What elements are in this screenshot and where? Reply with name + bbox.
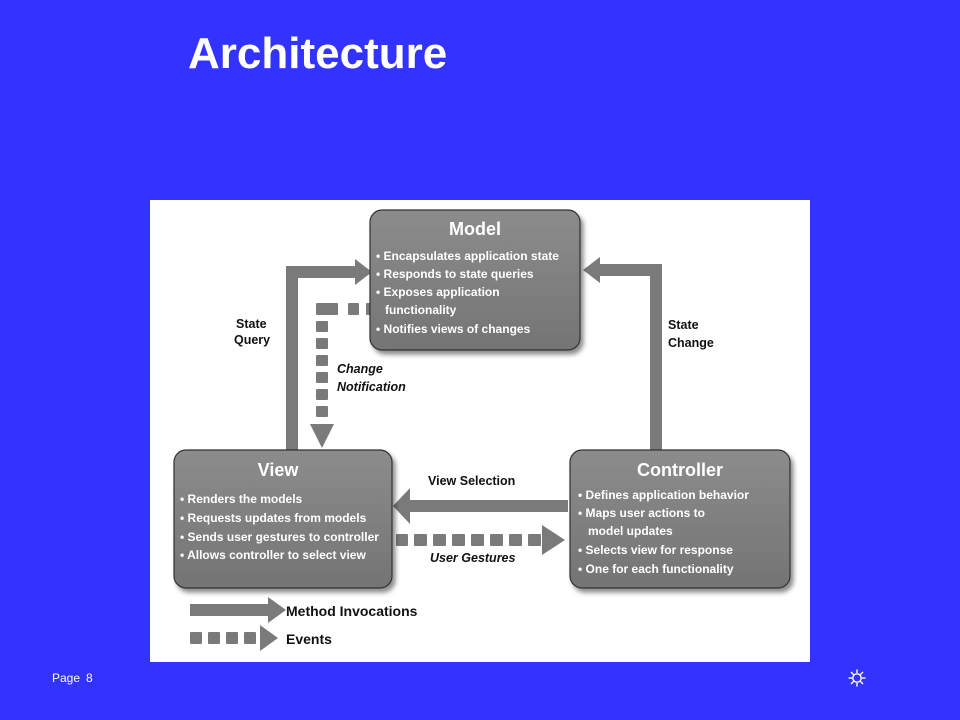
state-change-label-line1: State — [668, 318, 699, 332]
change-notification-arrow — [310, 303, 376, 448]
change-notification-label-line2: Notification — [337, 380, 406, 394]
legend-method-arrow — [190, 604, 270, 616]
view-selection-arrow — [406, 500, 568, 512]
mvc-diagram: Model • Encapsulates application state •… — [150, 200, 810, 662]
controller-title: Controller — [637, 460, 723, 480]
controller-bullet-2-cont: model updates — [588, 524, 673, 538]
controller-bullet-3: • Selects view for response — [578, 543, 733, 557]
model-bullet-3: • Exposes application — [376, 285, 500, 299]
state-change-label-line2: Change — [668, 336, 714, 350]
state-change-arrowhead — [583, 257, 600, 283]
model-bullet-2: • Responds to state queries — [376, 267, 534, 281]
page-number: 8 — [86, 671, 93, 685]
view-title: View — [258, 460, 300, 480]
view-selection-label: View Selection — [428, 474, 515, 488]
model-bullet-3-cont: functionality — [385, 303, 457, 317]
user-gestures-arrow — [396, 525, 565, 555]
state-query-arrowhead — [355, 259, 372, 285]
view-bullet-3: • Sends user gestures to controller — [180, 530, 379, 544]
legend-method-arrowhead — [268, 597, 286, 623]
view-bullet-1: • Renders the models — [180, 492, 303, 506]
controller-bullet-1: • Defines application behavior — [578, 488, 749, 502]
model-bullet-1: • Encapsulates application state — [376, 249, 559, 263]
legend-events-arrow — [190, 625, 278, 651]
model-title: Model — [449, 219, 501, 239]
controller-bullet-4: • One for each functionality — [578, 562, 734, 576]
model-box: Model • Encapsulates application state •… — [369, 209, 581, 351]
legend-method-label: Method Invocations — [286, 603, 418, 619]
state-query-arrow — [286, 266, 357, 450]
state-query-label-line1: State — [236, 317, 267, 331]
legend: Method Invocations Events — [190, 597, 418, 651]
state-change-arrow — [598, 264, 662, 450]
controller-bullet-2: • Maps user actions to — [578, 506, 705, 520]
view-bullet-2: • Requests updates from models — [180, 511, 367, 525]
user-gestures-label: User Gestures — [430, 551, 516, 565]
state-query-label-line2: Query — [234, 333, 270, 347]
model-bullet-4: • Notifies views of changes — [376, 322, 531, 336]
slide-title: Architecture — [188, 29, 448, 78]
view-selection-arrowhead — [393, 488, 410, 524]
controller-box: Controller • Defines application behavio… — [569, 449, 791, 589]
view-bullet-4: • Allows controller to select view — [180, 548, 366, 562]
legend-events-label: Events — [286, 631, 332, 647]
change-notification-label-line1: Change — [337, 362, 383, 376]
mvc-diagram-svg: Model • Encapsulates application state •… — [173, 209, 791, 651]
page-indicator: Page 8 — [52, 671, 99, 685]
view-box: View • Renders the models • Requests upd… — [173, 449, 393, 589]
gear-icon[interactable] — [847, 668, 867, 688]
page-label: Page — [52, 671, 81, 685]
